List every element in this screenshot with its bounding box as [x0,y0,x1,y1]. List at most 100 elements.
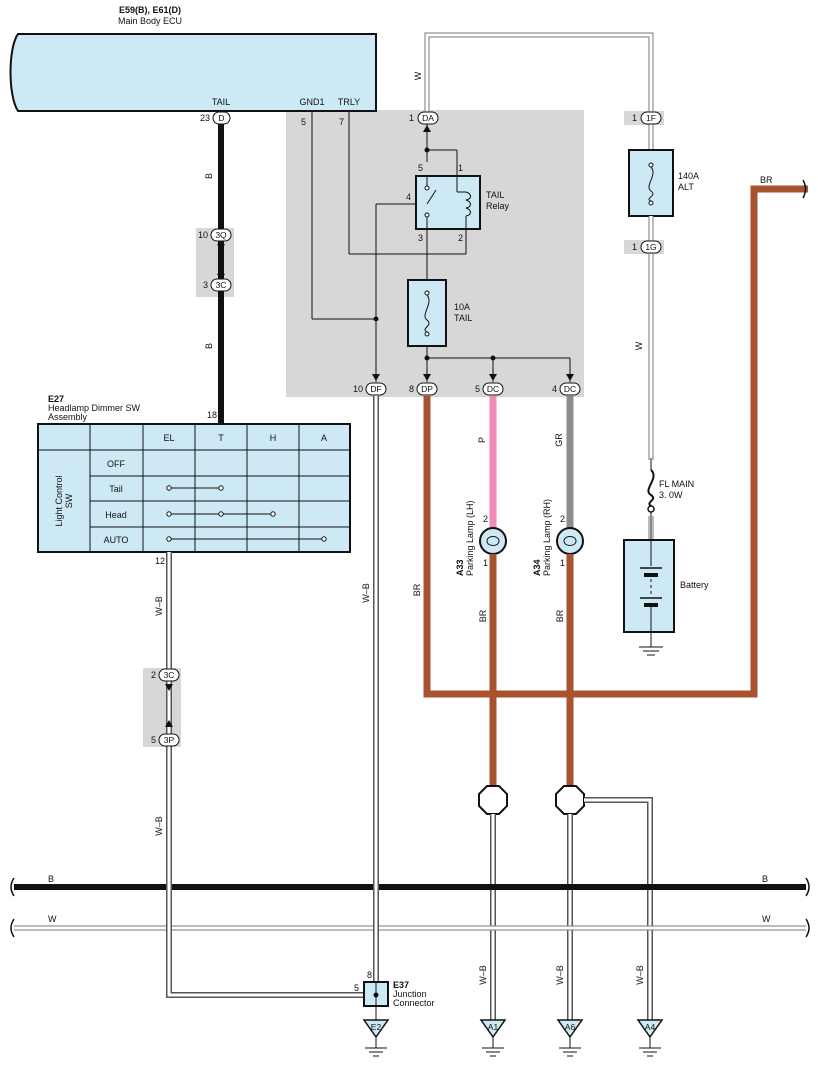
parking-lamp-rh-filament [563,536,577,546]
wire-label-br-lh: BR [478,609,488,622]
arrow-dc2 [566,374,574,381]
arrow-dp [423,374,431,381]
fuse-tail-rating: 10A [454,302,470,312]
fuse-tail-node-bottom [424,331,430,337]
relay-name: TAIL [486,190,504,200]
switch-pin-in: 18 [207,410,217,420]
switch-col-t: T [218,433,224,443]
connector-3p-label: 3P [164,735,175,745]
ground-a1 [479,1019,507,1057]
fuse-tail-node-top [424,290,430,296]
connector-3c-upper-label: 3C [216,280,227,290]
wire-label-p-lh: P [477,437,487,443]
relay-sub: Relay [486,201,510,211]
fuse-alt-box [628,149,674,217]
connector-dc4-label: DC [564,384,576,394]
connector-3q-arrow-down [217,244,225,251]
connector-1f-pill [640,111,662,125]
ground-a1-label: A1 [488,1022,499,1032]
switch-col-h: H [270,433,277,443]
wire-label-gr-rh: GR [554,433,564,447]
connector-dc5-num: 5 [475,384,480,394]
connector-1f-num: 1 [632,113,637,123]
connector-3q-label: 3Q [215,230,227,240]
bus-b-right-break [805,877,810,897]
wire-label-wb-a4: W–B [635,965,645,985]
connector-1g-pill [640,240,662,254]
switch-row-auto: AUTO [104,535,129,545]
connector-1g-label: 1G [645,242,656,252]
connector-d-pill [212,111,231,125]
trly-pin-num: 7 [339,117,344,127]
fl-main-node [647,505,655,513]
connector-dp-num: 8 [409,384,414,394]
wire-wb-switch-in [167,552,376,997]
wire-label-wb-df: W–B [361,583,371,603]
bus-w-right-break [805,918,810,938]
connector-dc4-pill [559,382,581,396]
ground-a6 [556,1019,584,1057]
switch-name-2: Assembly [48,412,88,422]
connector-df-pill [365,382,387,396]
bus-w-label-right: W [762,914,771,924]
relay-pin-1: 1 [458,163,463,173]
fuse-alt-node-top [648,162,654,168]
bus-b-label-left: B [48,874,54,884]
lamp-rh-pin-top: 2 [560,514,565,524]
junction-connector-node [373,992,379,998]
lamp-lh-name: Parking Lamp (LH) [465,500,475,576]
ground-battery-symbol [639,646,663,656]
wire-label-wb-left-lower: W–B [154,816,164,836]
battery-box [623,539,675,633]
switch-side-label-2: SW [64,493,74,508]
connector-da-label: DA [422,113,434,123]
wire-label-wb-a6: W–B [555,965,565,985]
junction-line2: Connector [393,998,435,1008]
switch-name-1: Headlamp Dimmer SW [48,403,141,413]
bus-b-left-break [10,877,15,897]
battery-label: Battery [680,580,709,590]
ground-e2 [362,1019,390,1057]
connector-3c-upper-num: 3 [203,280,208,290]
wire-label-b-upper: B [204,173,214,179]
junction-line1: Junction [393,989,427,999]
junction-id: E37 [393,980,409,990]
ground-a6-label: A6 [565,1022,576,1032]
ground-a4-label: A4 [645,1022,656,1032]
bus-w-left-break [10,918,15,938]
fl-main-bg [644,460,658,516]
junction-pin-5: 5 [354,983,359,993]
splice-lh [478,785,508,815]
connector-da-num: 1 [409,113,414,123]
switch-row-off: OFF [107,459,125,469]
lamp-rh-id: A34 [532,559,542,576]
wire-w-top-loop-inner [425,33,653,111]
wire-label-br-rh: BR [555,609,565,622]
relay-contact-bottom [424,212,430,218]
connector-dc4-num: 4 [552,384,557,394]
connector-d-num: 23 [200,113,210,123]
ecu-trly-label: TRLY [338,97,360,107]
wire-w-top-loop [424,32,654,111]
junction-pin-8: 8 [367,970,372,980]
switch-id: E27 [48,394,64,404]
relay-pin-2: 2 [458,233,463,243]
connector-da-pill [417,111,439,125]
connector-dp-pill [416,382,438,396]
wire-label-w-top: W [413,71,423,80]
connector-1f-label: 1F [646,113,656,123]
wire-label-wb-left-upper: W–B [154,596,164,616]
connector-dc5-pill [482,382,504,396]
connector-3c-lower-num: 2 [151,670,156,680]
ecu-title: E59(B), E61(D) [119,5,181,15]
bus-w-label-left: W [48,914,57,924]
ground-a4 [636,1019,664,1057]
fuse-tail-box [407,279,447,347]
switch-side-label-1: Light Control [54,475,64,526]
ground-e2-label: E2 [371,1022,382,1032]
fuse-alt-node-bottom [648,200,654,206]
arrow-da [423,125,431,132]
connector-dc5-label: DC [487,384,499,394]
connector-3q-pill [210,228,232,242]
parking-lamp-rh [556,527,584,555]
